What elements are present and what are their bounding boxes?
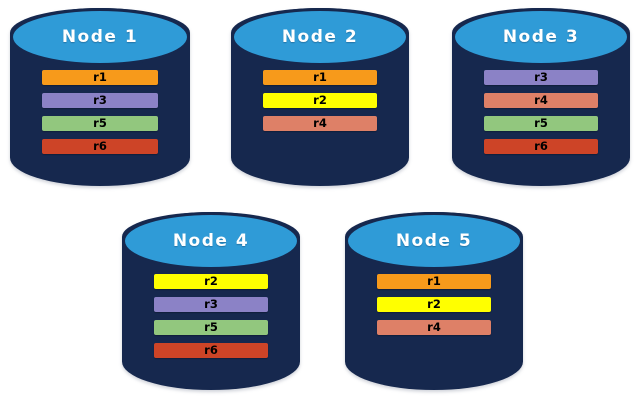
node-title: Node 5 [395,231,473,251]
node-cylinder-top: Node 5 [345,212,523,270]
database-node-1[interactable]: Node 1 r1 r3 r5 r6 [10,8,190,186]
replica-bar-r2[interactable]: r2 [377,297,491,312]
replica-label: r6 [534,138,548,153]
node-title: Node 3 [502,27,580,47]
replica-label: r5 [534,115,548,130]
replica-label: r4 [427,319,441,334]
replica-bar-r6[interactable]: r6 [154,343,268,358]
replica-label: r5 [93,115,107,130]
replica-label: r2 [427,296,441,311]
node-cylinder-top: Node 4 [122,212,300,270]
node-title: Node 4 [172,231,250,251]
replica-list: r1 r3 r5 r6 [10,70,190,154]
node-cylinder-top: Node 3 [452,8,630,66]
replica-bar-r1[interactable]: r1 [42,70,158,85]
replica-bar-r3[interactable]: r3 [484,70,598,85]
node-cylinder-top: Node 2 [231,8,409,66]
replica-list: r1 r2 r4 [231,70,409,131]
replica-bar-r6[interactable]: r6 [484,139,598,154]
replica-bar-r2[interactable]: r2 [263,93,377,108]
replica-list: r1 r2 r4 [345,274,523,335]
replica-label: r5 [204,319,218,334]
replica-label: r1 [93,69,107,84]
replica-bar-r1[interactable]: r1 [377,274,491,289]
database-node-5[interactable]: Node 5 r1 r2 r4 [345,212,523,390]
replica-label: r3 [534,69,548,84]
replica-bar-r1[interactable]: r1 [263,70,377,85]
node-cylinder-top: Node 1 [10,8,190,66]
replica-label: r3 [204,296,218,311]
replica-bar-r3[interactable]: r3 [42,93,158,108]
database-node-4[interactable]: Node 4 r2 r3 r5 r6 [122,212,300,390]
replica-label: r1 [427,273,441,288]
replica-bar-r4[interactable]: r4 [263,116,377,131]
replica-bar-r5[interactable]: r5 [42,116,158,131]
node-title: Node 2 [281,27,359,47]
replica-label: r3 [93,92,107,107]
replica-label: r6 [93,138,107,153]
node-title: Node 1 [61,27,139,47]
replica-list: r2 r3 r5 r6 [122,274,300,358]
replica-bar-r6[interactable]: r6 [42,139,158,154]
replica-label: r6 [204,342,218,357]
replica-bar-r4[interactable]: r4 [377,320,491,335]
replica-label: r2 [204,273,218,288]
replica-bar-r2[interactable]: r2 [154,274,268,289]
database-node-2[interactable]: Node 2 r1 r2 r4 [231,8,409,186]
database-node-3[interactable]: Node 3 r3 r4 r5 r6 [452,8,630,186]
replica-bar-r3[interactable]: r3 [154,297,268,312]
replica-list: r3 r4 r5 r6 [452,70,630,154]
replica-bar-r4[interactable]: r4 [484,93,598,108]
replica-label: r2 [313,92,327,107]
replica-bar-r5[interactable]: r5 [484,116,598,131]
replica-label: r4 [313,115,327,130]
replica-label: r4 [534,92,548,107]
replica-bar-r5[interactable]: r5 [154,320,268,335]
replica-label: r1 [313,69,327,84]
